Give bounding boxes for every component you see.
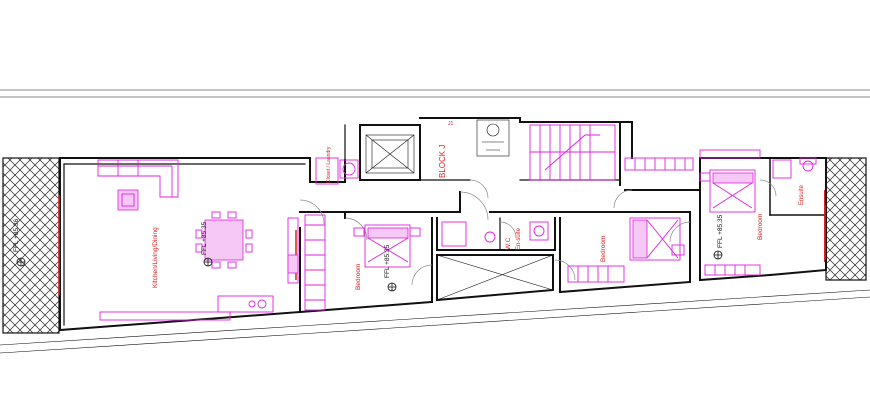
level-marker-living <box>203 257 213 267</box>
dining-table <box>195 211 253 269</box>
right-balcony <box>824 157 867 281</box>
label-bedroom-3: Bedroom <box>757 214 764 240</box>
bedroom-2-bed <box>629 217 685 261</box>
level-text-living: FFL +85.35 <box>201 221 208 255</box>
ensuite-fixtures <box>772 157 817 179</box>
bedroom-3-wardrobe <box>704 264 761 276</box>
label-bedroom-2: Bedroom <box>600 236 607 262</box>
label-closet-laundry: Closet / Laundry <box>326 146 332 183</box>
label-wc: W.C <box>505 237 512 250</box>
sofa <box>97 159 179 198</box>
level-marker-bedroom-1 <box>387 282 397 292</box>
kitchen-counter <box>99 217 299 321</box>
bedroom-1-wardrobe <box>304 214 326 311</box>
label-ensuite-1: En-suite <box>516 227 522 250</box>
bedroom-3-bed <box>699 169 756 213</box>
level-marker-bedroom-3 <box>713 250 723 260</box>
label-kitchen-living-dining: Kitchen/Living/Dining <box>152 227 159 288</box>
level-text-bedroom-1: FFL +85.35 <box>384 244 391 278</box>
lift-shaft <box>365 134 415 174</box>
level-text-bedroom-3: FFL +85.35 <box>717 214 724 248</box>
label-bedroom-1: Bedroom <box>355 264 362 290</box>
level-text-terrace: FFL +85.36 <box>13 218 20 252</box>
label-block: BLOCK J <box>438 145 447 178</box>
bedroom-2-wardrobe <box>567 265 625 283</box>
coffee-table <box>117 189 139 211</box>
accessibility-icon <box>476 119 510 157</box>
label-block-marker: J1 <box>448 121 454 127</box>
bedroom-1-bed <box>353 224 421 268</box>
stair <box>529 124 616 181</box>
corridor-wardrobes <box>624 149 761 171</box>
left-terrace <box>2 157 61 334</box>
site-boundary-lines <box>0 89 870 354</box>
labels: Kitchen/Living/Dining Bedroom Bedroom Be… <box>13 121 805 290</box>
level-marker-terrace <box>16 257 26 267</box>
label-ensuite-2: Ensuite <box>799 184 805 205</box>
wc-fixtures <box>441 221 549 247</box>
closet-laundry-unit <box>315 157 359 185</box>
door-swings <box>299 179 777 286</box>
level-markers <box>16 250 723 292</box>
